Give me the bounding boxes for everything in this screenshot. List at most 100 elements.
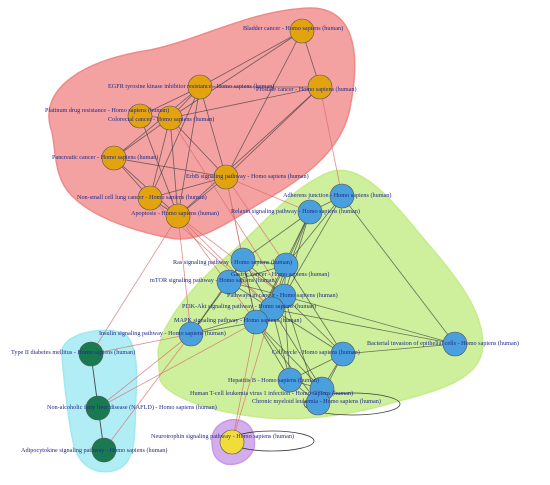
node-nsclc[interactable] [137,185,163,211]
edge-insulin-adipo [103,333,192,451]
edge-pi3k-neuro [231,308,273,443]
edge-bladder-erbb [225,30,303,178]
node-erbb[interactable] [213,164,239,190]
node-egfr[interactable] [187,74,213,100]
node-platinum[interactable] [127,103,153,129]
node-label-hepb: Hepatitis B - Homo sapiens (human) [228,377,319,384]
node-label-prostate: Prostate cancer - Homo sapiens (human) [256,86,357,93]
edge-egfr-nsclc [149,86,201,199]
node-cellcycle[interactable] [330,341,356,367]
node-label-mtor: mTOR signaling pathway - Homo sapiens (h… [150,277,277,284]
edge-erbb-relaxin [225,176,311,213]
edge-adherens-pic [283,195,343,297]
edge-apoptosis-t2d [90,215,179,355]
edge-colorectal-pic [169,117,285,297]
node-insulin[interactable] [178,321,204,347]
cluster-hull-green [157,169,484,420]
node-relaxin[interactable] [297,199,323,225]
edge-prostate-adherens [319,86,343,197]
node-nafld[interactable] [85,395,111,421]
edge-relaxin-ras [242,211,311,261]
node-label-gastric: Gastric cancer - Homo sapiens (human) [231,271,329,278]
edge-apoptosis-insulin [177,215,192,335]
edge-mapk-neuro [231,321,257,443]
edge-pic-hepb [283,295,291,381]
node-label-erbb: ErbB signaling pathway - Homo sapiens (h… [186,173,309,180]
edge-bladder-egfr [199,30,303,88]
node-label-egfr: EGFR tyrosine kinase inhibitor resistanc… [108,83,274,90]
node-mtor[interactable] [216,269,242,295]
cluster-hull-red [48,7,356,240]
edge-pic-cellcycle [283,295,344,355]
node-label-bladder: Bladder cancer - Homo sapiens (human) [243,25,343,32]
edge-mapk-nafld [97,321,257,409]
node-label-htlv: Human T-cell leukemia virus 1 infection … [190,390,353,397]
node-hepb[interactable] [277,367,303,393]
node-bladder[interactable] [289,18,315,44]
edge-relaxin-pic [283,211,311,297]
node-gastric[interactable] [273,252,299,278]
node-label-pi3k: PI3K-Akt signaling pathway - Homo sapien… [182,303,316,310]
node-colorectal[interactable] [157,105,183,131]
edge-adherens-bacterial [341,195,456,345]
edge-pancreatic-erbb [113,157,227,178]
edge-colorectal-apoptosis [169,117,179,217]
edge-erbb-nsclc [149,176,227,199]
edge-prostate-erbb [225,86,321,178]
edge-bacterial-pi3k [271,308,456,345]
node-label-nafld: Non-alcoholic fatty liver disease (NAFLD… [47,404,217,411]
node-t2d[interactable] [78,341,104,367]
node-apoptosis[interactable] [165,203,191,229]
edge-bladder-colorectal [169,30,303,119]
node-label-adherens: Adherens junction - Homo sapiens (human) [283,192,391,199]
edge-pic-bacterial [283,295,456,345]
node-adipo[interactable] [91,437,117,463]
edge-mapk-cml [255,321,319,404]
edge-adherens-gastric [285,195,343,266]
node-label-mapk: MAPK signaling pathway - Homo sapiens (h… [174,317,302,324]
edge-egfr-apoptosis [177,86,201,217]
edge-insulin-nafld [97,333,192,409]
node-cml[interactable] [305,390,331,416]
edge-gastric-cellcycle [285,264,344,355]
node-label-relaxin: Relaxin signaling pathway - Homo sapiens… [231,208,360,215]
edge-colorectal-nsclc [149,117,171,199]
edge-apoptosis-pi3k [177,215,273,310]
node-label-pancreatic: Pancreatic cancer - Homo sapiens (human) [52,154,158,161]
edge-erbb-gastric [225,176,287,266]
node-label-pic: Pathways in cancer - Homo sapiens (human… [227,292,338,299]
node-layer [78,18,468,463]
node-label-neuro: Neurotrophin signaling pathway - Homo sa… [151,433,294,440]
node-label-insulin: Insulin signaling pathway - Homo sapiens… [99,330,226,337]
edge-colorectal-erbb [169,117,227,178]
edge-prostate-colorectal [169,86,321,119]
edge-apoptosis-pic [177,215,285,297]
node-label-bacterial: Bacterial invasion of epithelial cells -… [367,340,519,347]
self-loop-cml [303,392,401,416]
node-pancreatic[interactable] [101,145,127,171]
node-adherens[interactable] [329,183,355,209]
node-ras[interactable] [230,247,256,273]
node-label-nsclc: Non-small cell lung cancer - Homo sapien… [77,194,207,201]
label-layer: Bladder cancer - Homo sapiens (human) EGF… [11,25,519,454]
edge-mapk-htlv [255,321,323,390]
node-label-t2d: Type II diabetes mellitus - Homo sapiens… [11,349,135,356]
edge-apoptosis-mapk [177,215,257,323]
node-label-cml: Chronic myeloid leukemia - Homo sapiens … [252,398,381,405]
node-label-colorectal: Colorectal cancer - Homo sapiens (human) [108,116,214,123]
node-label-ras: Ras signaling pathway - Homo sapiens (hu… [173,259,292,266]
node-neuro[interactable] [219,429,245,455]
node-bacterial[interactable] [442,331,468,357]
node-mapk[interactable] [243,309,269,335]
edge-cellcycle-bacterial [342,343,456,355]
edge-egfr-pancreatic [113,86,201,159]
node-label-cellcycle: Cell cycle - Homo sapiens (human) [272,349,360,356]
edge-egfr-erbb [199,86,227,178]
node-prostate[interactable] [307,74,333,100]
node-label-adipo: Adipocytokine signaling pathway - Homo s… [21,447,167,454]
node-label-apoptosis: Apoptosis - Homo sapiens (human) [131,210,219,217]
edge-pi3k-htlv [271,308,323,390]
edge-insulin-t2d [90,333,192,355]
